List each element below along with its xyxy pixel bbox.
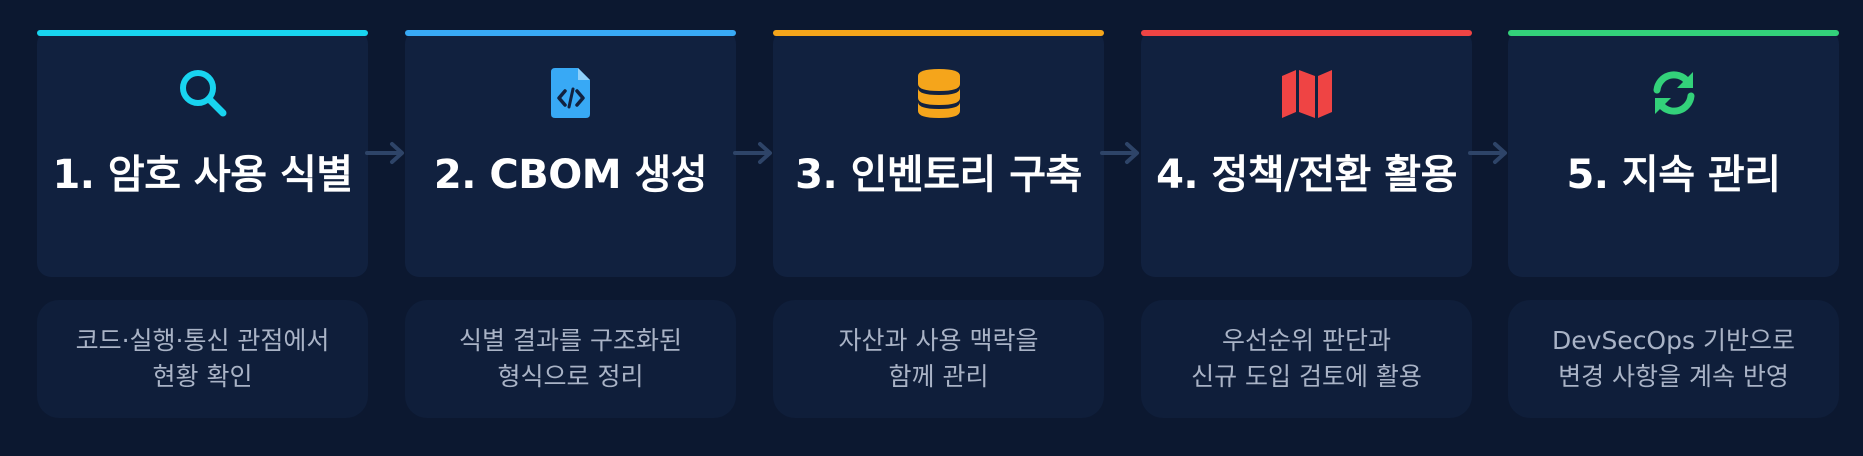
- description-line: 식별 결과를 구조화된: [459, 326, 682, 355]
- step-title: 5. 지속 관리: [1566, 152, 1781, 198]
- step-card: 1. 암호 사용 식별: [37, 30, 368, 277]
- description-line: 코드·실행·통신 관점에서: [75, 326, 330, 355]
- code-file-icon: [544, 66, 598, 120]
- description-line: DevSecOps 기반으로: [1552, 326, 1795, 355]
- description-line: 변경 사항을 계속 반영: [1558, 362, 1789, 391]
- step-4: 4. 정책/전환 활용 우선순위 판단과 신규 도입 검토에 활용: [1141, 30, 1472, 418]
- description-line: 자산과 사용 맥락을: [838, 326, 1039, 355]
- step-card: 5. 지속 관리: [1508, 30, 1839, 277]
- arrow-right-icon: [365, 140, 409, 166]
- step-card: 4. 정책/전환 활용: [1141, 30, 1472, 277]
- step-2: 2. CBOM 생성 식별 결과를 구조화된 형식으로 정리: [405, 30, 736, 418]
- step-description: 우선순위 판단과 신규 도입 검토에 활용: [1141, 300, 1472, 418]
- description-line: 우선순위 판단과: [1222, 326, 1391, 355]
- step-card: 3. 인벤토리 구축: [773, 30, 1104, 277]
- step-title: 3. 인벤토리 구축: [795, 152, 1082, 198]
- description-line: 신규 도입 검토에 활용: [1191, 362, 1422, 391]
- arrow-right-icon: [733, 140, 777, 166]
- accent-bar: [1508, 30, 1839, 36]
- sync-icon: [1647, 66, 1701, 120]
- step-description: DevSecOps 기반으로 변경 사항을 계속 반영: [1508, 300, 1839, 418]
- step-1: 1. 암호 사용 식별 코드·실행·통신 관점에서 현황 확인: [37, 30, 368, 418]
- step-description: 자산과 사용 맥락을 함께 관리: [773, 300, 1104, 418]
- step-5: 5. 지속 관리 DevSecOps 기반으로 변경 사항을 계속 반영: [1508, 30, 1839, 418]
- step-3: 3. 인벤토리 구축 자산과 사용 맥락을 함께 관리: [773, 30, 1104, 418]
- description-line: 함께 관리: [888, 362, 989, 391]
- accent-bar: [773, 30, 1104, 36]
- arrow-right-icon: [1468, 140, 1512, 166]
- accent-bar: [405, 30, 736, 36]
- description-line: 형식으로 정리: [497, 362, 644, 391]
- database-icon: [912, 66, 966, 120]
- step-title: 4. 정책/전환 활용: [1156, 152, 1457, 198]
- accent-bar: [37, 30, 368, 36]
- step-card: 2. CBOM 생성: [405, 30, 736, 277]
- arrow-right-icon: [1100, 140, 1144, 166]
- step-description: 식별 결과를 구조화된 형식으로 정리: [405, 300, 736, 418]
- map-icon: [1280, 66, 1334, 120]
- step-description: 코드·실행·통신 관점에서 현황 확인: [37, 300, 368, 418]
- description-line: 현황 확인: [152, 362, 253, 391]
- step-title: 1. 암호 사용 식별: [52, 152, 353, 198]
- search-icon: [176, 66, 230, 120]
- step-title: 2. CBOM 생성: [433, 152, 708, 198]
- accent-bar: [1141, 30, 1472, 36]
